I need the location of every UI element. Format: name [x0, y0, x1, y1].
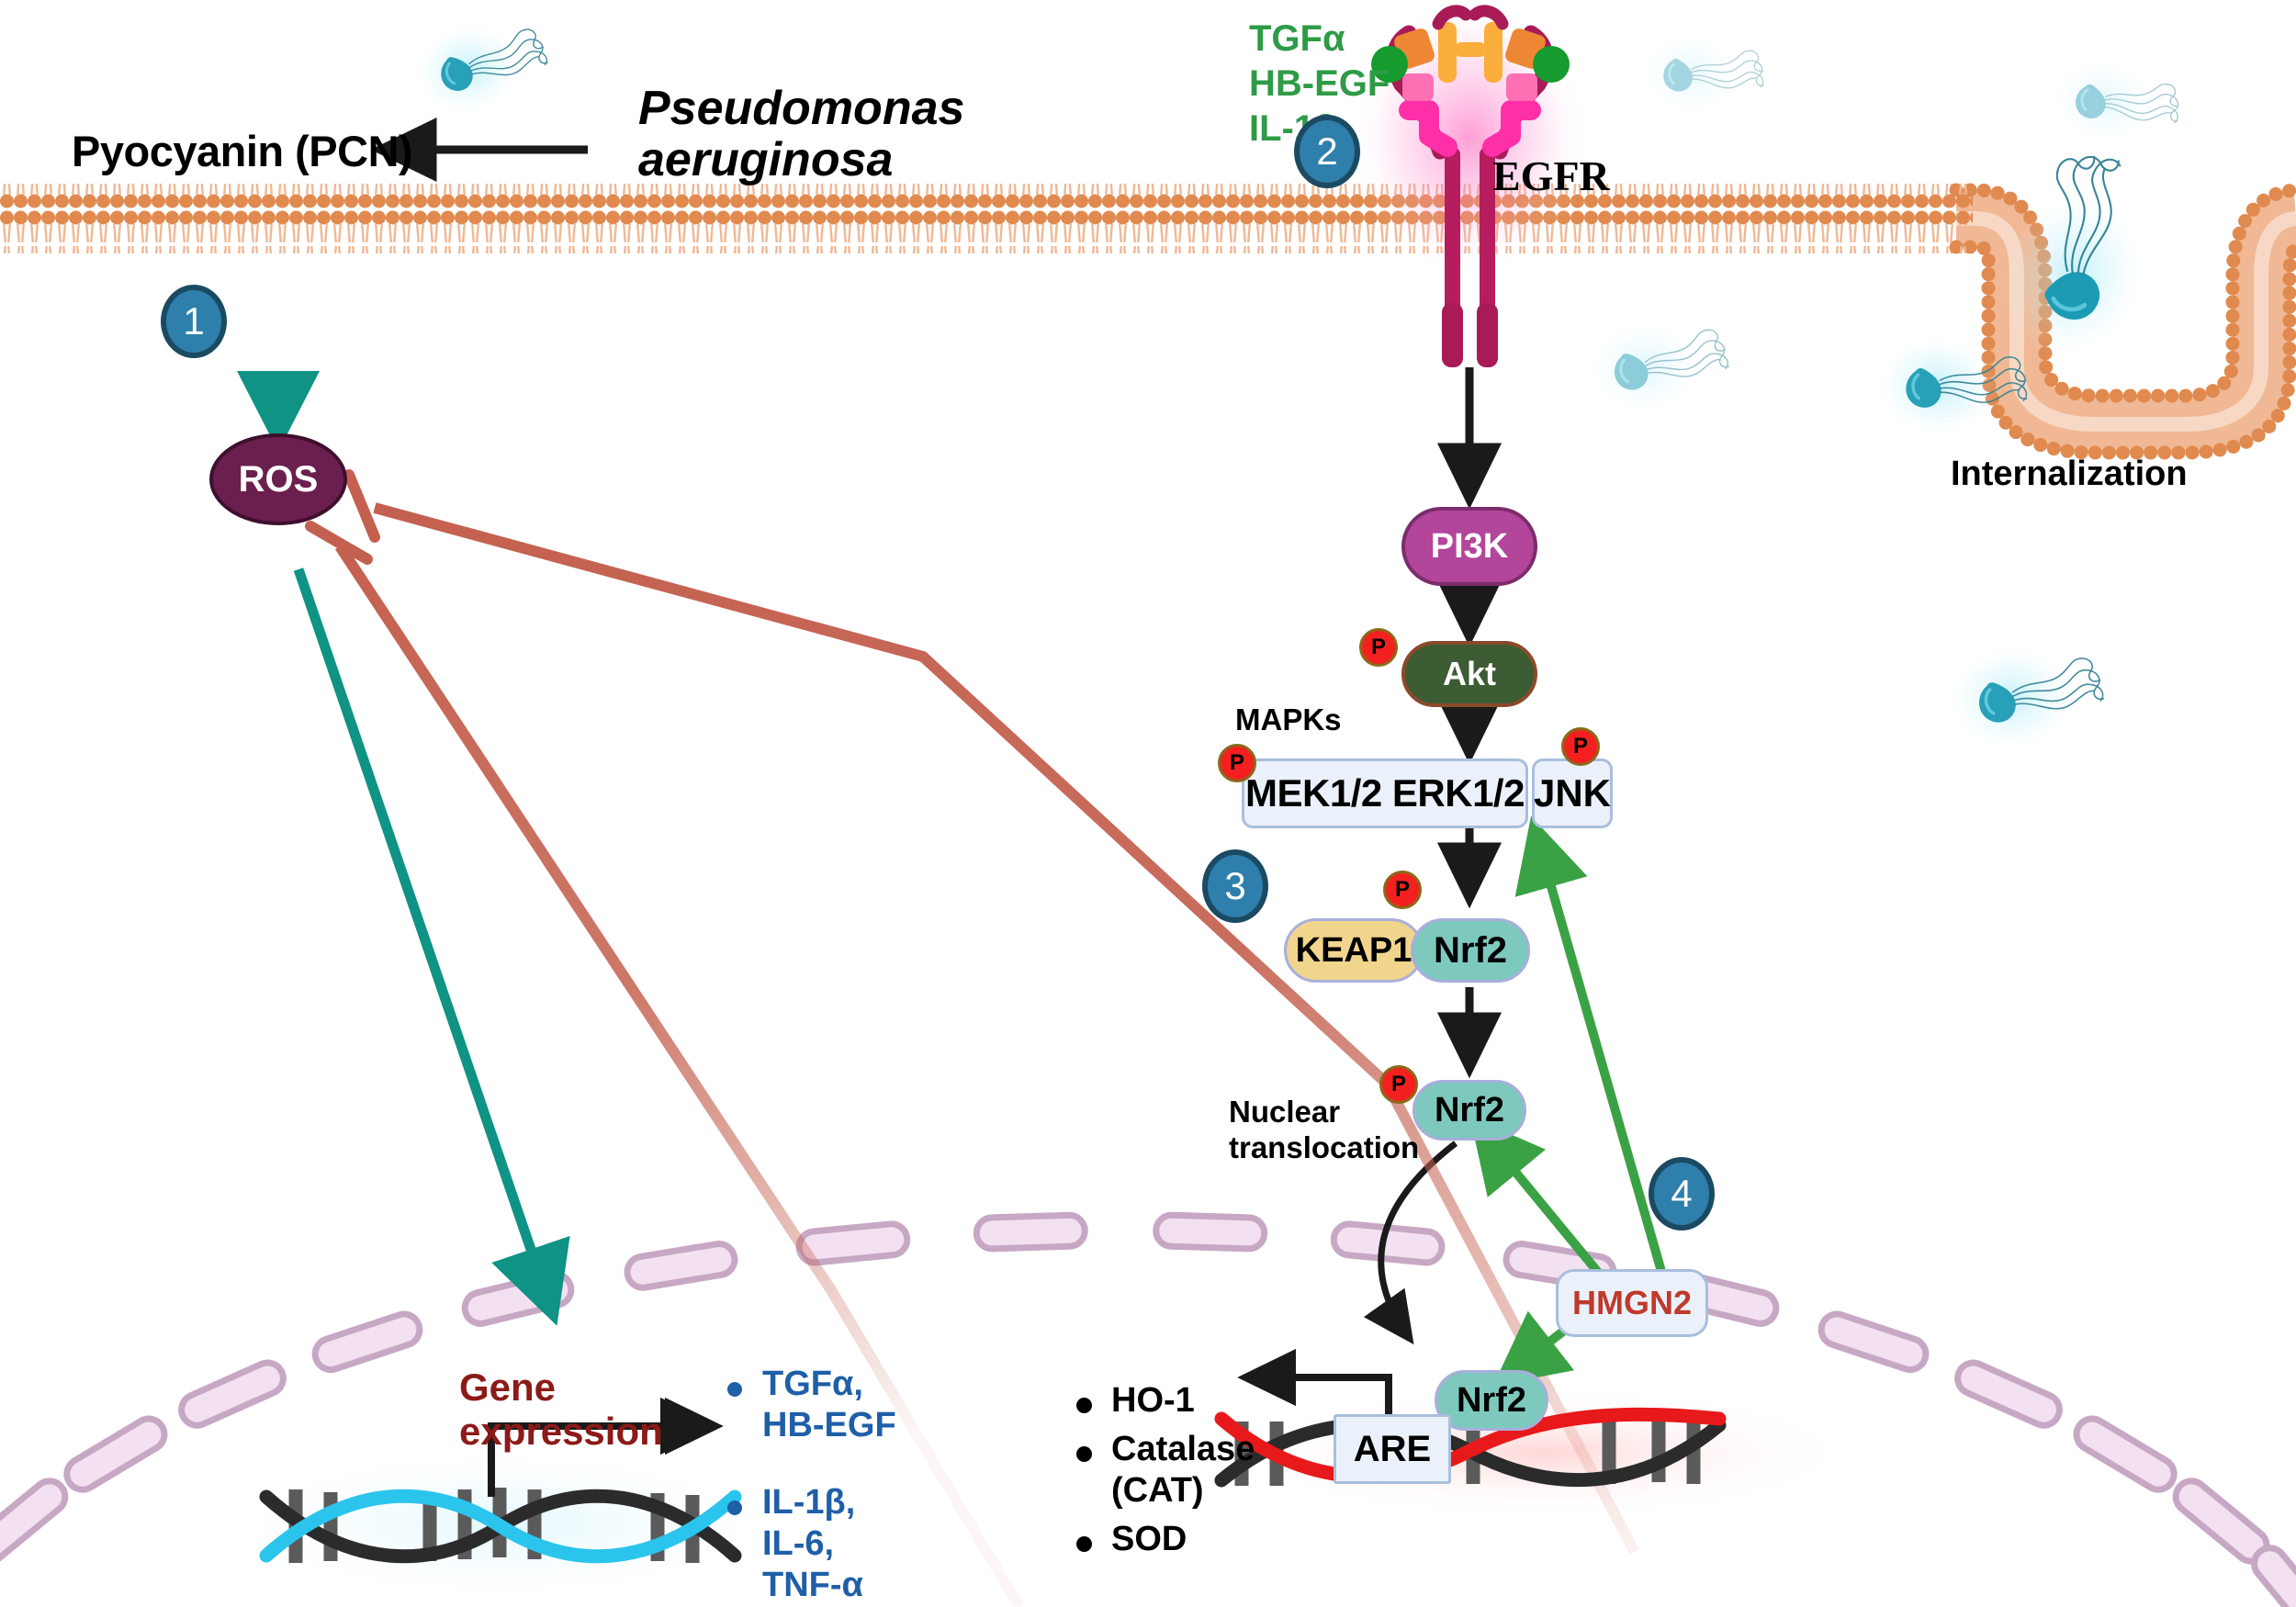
bacterium-cytoplasm-2	[1581, 311, 1734, 421]
target-catalase-line2: (CAT)	[1111, 1470, 1204, 1510]
pseudomonas-line1: Pseudomonas	[638, 82, 965, 135]
nuclear-translocation-line2: translocation	[1229, 1129, 1420, 1164]
step-badge-3[interactable]: 3	[1202, 849, 1268, 923]
target-ho1: HO-1	[1111, 1381, 1195, 1420]
cytokine-bullet-2	[727, 1500, 742, 1515]
egfr-receptor	[1350, 0, 1589, 367]
target-catalase-line1: Catalase	[1111, 1430, 1255, 1468]
mapks-label: MAPKs	[1235, 702, 1342, 736]
target-sod: SOD	[1111, 1520, 1187, 1558]
nuclear-envelope-dash	[178, 1359, 287, 1429]
nuclear-envelope-dash	[973, 1211, 1088, 1253]
nuclear-envelope-dash	[63, 1415, 168, 1493]
cytokine-group-2: IL-1β,IL-6,TNF-α	[762, 1482, 863, 1605]
node-ros[interactable]: ROS	[209, 433, 347, 525]
node-akt[interactable]: Akt	[1401, 641, 1537, 707]
nuclear-envelope-dash	[1818, 1310, 1930, 1374]
nuclear-envelope-dash	[2251, 1545, 2296, 1607]
bacterium-cytoplasm-4	[1943, 638, 2109, 756]
node-hmgn2[interactable]: HMGN2	[1556, 1269, 1708, 1337]
cytokine-1-line1: TGFα,	[762, 1365, 863, 1403]
nuclear-envelope-dash	[1153, 1211, 1268, 1253]
cytokine-bullet-1	[727, 1382, 742, 1397]
arrow-gene-expression-head	[488, 1397, 724, 1497]
cytokine-1-line2: HB-EGF	[762, 1405, 896, 1444]
internalization-label: Internalization	[1951, 455, 2188, 493]
node-nrf2-bound[interactable]: Nrf2	[1411, 918, 1530, 983]
inhibition-ros-to-are	[305, 521, 1025, 1607]
pseudomonas-line2: aeruginosa	[638, 133, 894, 187]
cytokine-group-1: TGFα,HB-EGF	[762, 1364, 896, 1446]
node-nrf2-cytoplasmic[interactable]: Nrf2	[1412, 1080, 1526, 1141]
phospho-badge-jnk: P	[1561, 727, 1600, 766]
target-bullet-2	[1076, 1446, 1092, 1462]
node-pi3k[interactable]: PI3K	[1401, 507, 1537, 586]
dna-helix-left	[197, 1442, 804, 1607]
ligand-tgfa: TGFα	[1249, 18, 1345, 59]
node-keap1[interactable]: KEAP1	[1284, 918, 1424, 983]
phospho-badge-nrf2-bound: P	[1383, 871, 1422, 909]
gene-expression-line2: expression	[459, 1409, 663, 1453]
target-bullet-3	[1076, 1536, 1092, 1552]
ligand-hbegf: HB-EGF	[1249, 62, 1390, 104]
gene-expression-line1: Gene	[459, 1365, 557, 1409]
nuclear-envelope-dash	[0, 1478, 69, 1565]
cytokine-2-line3: TNF-α	[762, 1565, 863, 1604]
target-bullet-1	[1076, 1398, 1092, 1413]
node-jnk[interactable]: JNK	[1532, 759, 1613, 828]
arrow-are-to-targets	[1237, 1348, 1392, 1419]
step-badge-1[interactable]: 1	[161, 285, 227, 358]
arrow-hmgn2-to-jnk	[1514, 815, 1669, 1283]
target-catalase: Catalase(CAT)	[1111, 1429, 1255, 1511]
egfr-label: EGFR	[1492, 152, 1610, 199]
node-nrf2-nuclear[interactable]: Nrf2	[1435, 1370, 1548, 1431]
arrow-ros-to-nucleus	[293, 568, 570, 1326]
phospho-badge-nrf2-cyto: P	[1379, 1065, 1418, 1104]
nuclear-envelope-dash	[2073, 1415, 2178, 1493]
phospho-badge-mek: P	[1218, 744, 1256, 782]
node-mek-erk[interactable]: MEK1/2 ERK1/2	[1242, 759, 1528, 828]
bacterium-outside-2	[2041, 45, 2189, 162]
cytokine-2-line2: IL-6,	[762, 1523, 835, 1563]
cytokine-2-line1: IL-1β,	[762, 1483, 856, 1522]
nuclear-envelope-dash	[1954, 1359, 2063, 1429]
nuclear-envelope-dash	[624, 1241, 738, 1291]
step-badge-4[interactable]: 4	[1649, 1157, 1715, 1231]
nuclear-translocation-line1: Nuclear	[1229, 1095, 1341, 1129]
phospho-badge-akt: P	[1359, 628, 1398, 667]
step-badge-2[interactable]: 2	[1294, 115, 1360, 188]
bacterium-outside-1	[406, 11, 556, 123]
node-are[interactable]: ARE	[1334, 1414, 1451, 1484]
bacterium-cytoplasm-1	[1633, 24, 1771, 126]
arrow-hmgn2-to-nrf2cyto	[1469, 1117, 1613, 1289]
nuclear-envelope-dash	[311, 1310, 423, 1374]
nuclear-envelope-dash	[461, 1270, 575, 1327]
pyocyanin-label: Pyocyanin (PCN)	[72, 127, 413, 175]
